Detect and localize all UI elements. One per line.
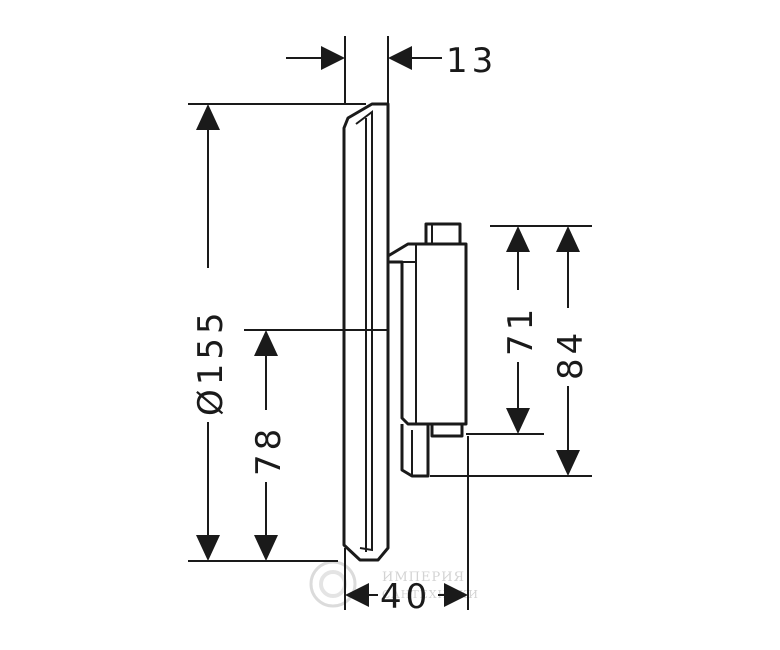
dim-diameter-label: Ø155: [191, 308, 231, 416]
dim-78-label: 78: [249, 425, 289, 476]
watermark-logo-inner: [319, 570, 347, 598]
dim-78-bottom-arrow: [254, 535, 278, 561]
dim-71-bottom-arrow: [506, 408, 530, 434]
dim-84-label: 84: [551, 329, 591, 380]
dim-71-label: 71: [501, 305, 541, 356]
module-bottom-cap: [430, 424, 464, 438]
dim-diameter-top-arrow: [196, 104, 220, 130]
trim-plate: [342, 102, 390, 562]
module-housing: [387, 242, 468, 426]
dim-84: 84: [551, 226, 591, 476]
dim-84-top-arrow: [556, 226, 580, 252]
dim-13-label: 13: [446, 41, 497, 81]
watermark-logo-circle: [309, 560, 357, 608]
extension-lines: [188, 36, 592, 610]
dim-diameter-bottom-arrow: [196, 535, 220, 561]
dim-13-right-arrow: [388, 46, 412, 70]
dim-13-left-arrow: [321, 46, 345, 70]
watermark-line-1: ИМПЕРИЯ: [382, 570, 465, 585]
module-top-cap: [424, 222, 462, 244]
dim-diameter: Ø155: [191, 104, 231, 561]
lower-stem: [400, 424, 430, 478]
dim-40-label: 40: [380, 577, 431, 617]
dim-13: 13: [286, 41, 497, 81]
dim-71-top-arrow: [506, 226, 530, 252]
dim-78-top-arrow: [254, 330, 278, 356]
dim-40-right-arrow: [444, 583, 468, 607]
dim-78: 78: [249, 330, 289, 561]
dim-40-left-arrow: [345, 583, 369, 607]
dim-71: 71: [501, 226, 541, 434]
dim-84-bottom-arrow: [556, 450, 580, 476]
product-outline: [342, 102, 468, 562]
dim-40: 40: [345, 577, 468, 617]
